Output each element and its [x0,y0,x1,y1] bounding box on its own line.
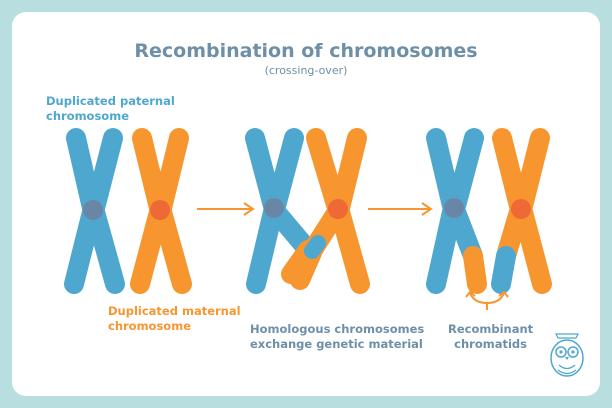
paternal-label-line-2: chromosome [46,109,129,123]
paternal-centromere [444,198,464,218]
maternal-chromosome-stage-3 [491,128,552,294]
maternal-label-line-2: chromosome [108,319,191,333]
maternal-centromere [328,199,348,219]
paternal-label-line-1: Duplicated paternal [46,94,175,108]
paternal-centromere [264,198,284,218]
crossing-over-diagram [64,128,584,377]
paternal-chromosome-label: Duplicated paternal chromosome [46,94,175,124]
maternal-chromosome-label: Duplicated maternal chromosome [108,304,241,334]
recombinant-line-2: chromatids [454,337,527,351]
diagram-subtitle: (crossing-over) [264,64,348,77]
exchange-line-2: exchange genetic material [250,337,423,351]
exchange-caption: Homologous chromosomes exchange genetic … [250,322,424,352]
maternal-centromere [150,200,170,220]
maternal-centromere [511,199,531,219]
maternal-chromosome-stage-2 [290,128,370,294]
diagram-panel: Recombination of chromosomes (crossing-o… [12,12,600,396]
diagram-title: Recombination of chromosomes [134,40,478,62]
paternal-chromosome-stage-1 [64,128,125,294]
paternal-centromere [83,200,103,220]
exchange-line-1: Homologous chromosomes [250,322,425,336]
owl-mascot-icon [550,333,584,377]
paternal-chromosome-stage-3 [426,128,487,294]
recombinant-line-1: Recombinant [448,322,534,336]
recombinant-caption: Recombinant chromatids [448,322,533,352]
arrow-right-icon [368,202,433,216]
maternal-label-line-1: Duplicated maternal [108,304,241,318]
maternal-chromosome-stage-1 [130,128,192,294]
bracket-arrow-icon [465,290,509,310]
arrow-right-icon [197,202,255,216]
